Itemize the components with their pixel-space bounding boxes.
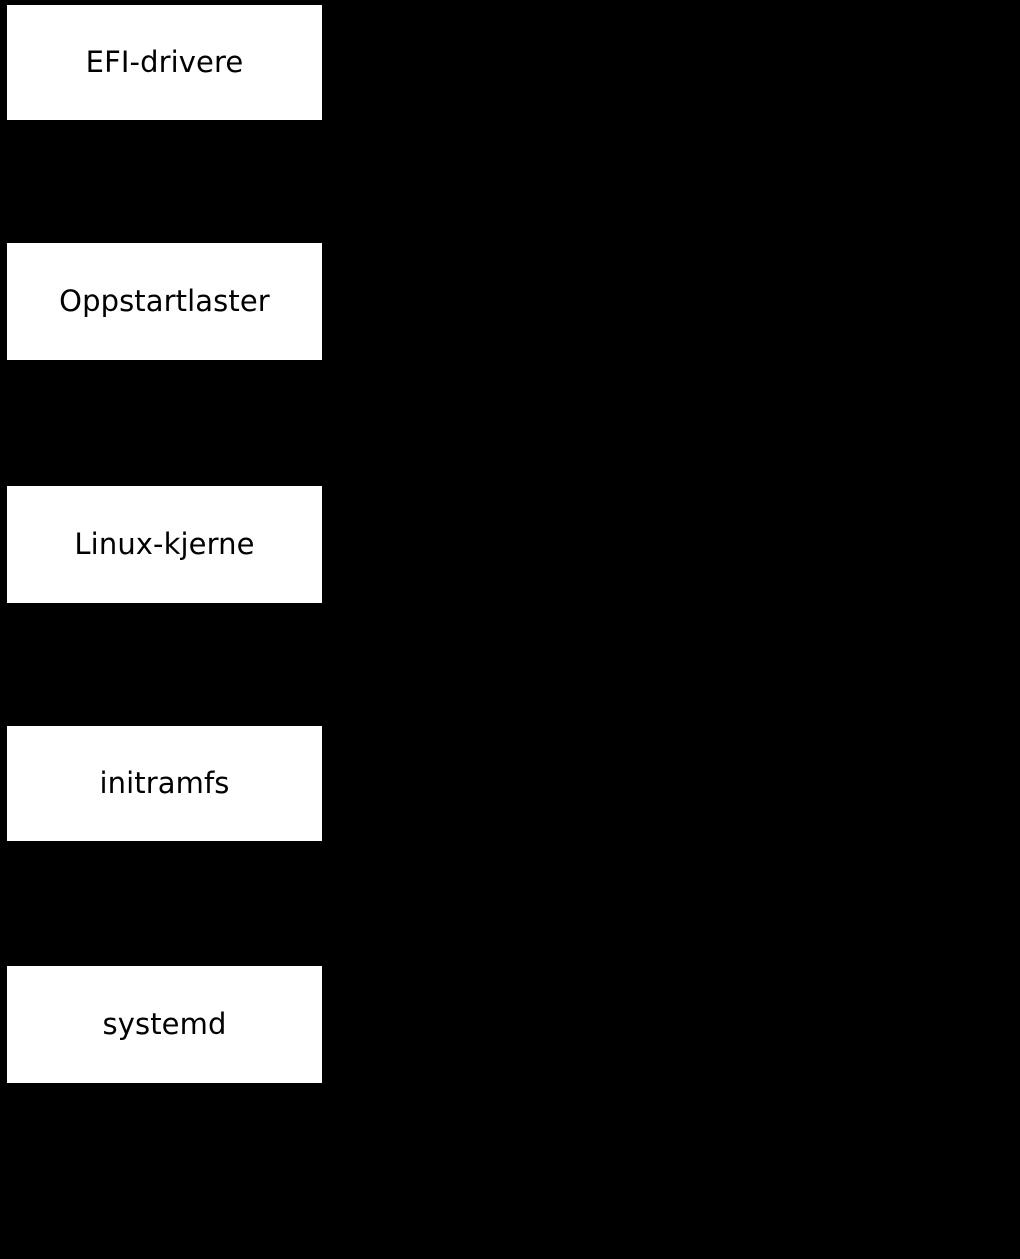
diagram-node-linux-kjerne[interactable]: Linux-kjerne	[7, 486, 322, 603]
diagram-node-label: Oppstartlaster	[59, 284, 270, 318]
diagram-node-label: EFI-drivere	[85, 45, 244, 79]
diagram-node-label: initramfs	[99, 766, 230, 800]
diagram-node-oppstartlaster[interactable]: Oppstartlaster	[7, 243, 322, 360]
diagram-node-systemd[interactable]: systemd	[7, 966, 322, 1083]
diagram-node-efi-drivere[interactable]: EFI-drivere	[7, 5, 322, 120]
diagram-node-label: systemd	[102, 1007, 227, 1041]
diagram-node-label: Linux-kjerne	[74, 527, 255, 561]
diagram-node-initramfs[interactable]: initramfs	[7, 726, 322, 841]
